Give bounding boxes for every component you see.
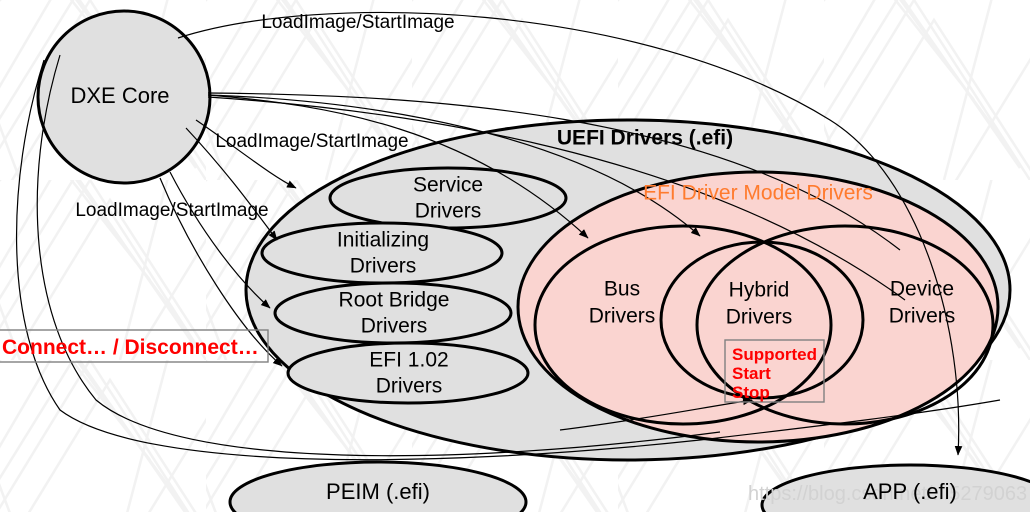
efi102-drivers-ellipse	[286, 341, 530, 405]
protocol-start-label: Start	[732, 364, 771, 383]
connect-disconnect-label: Connect… / Disconnect…	[2, 336, 259, 359]
connector-dxe-to-service	[207, 94, 589, 239]
device-drivers-label-line1: Device	[890, 278, 954, 301]
connector-dxe-to-devicearea	[207, 92, 901, 251]
app-label: APP (.efi)	[863, 479, 957, 504]
edge-label-loadimage-3: LoadImage/StartImage	[75, 200, 268, 221]
peim-ellipse	[228, 460, 528, 512]
initializing-drivers-label-line1: Initializing	[337, 229, 429, 252]
initializing-drivers-label-line2: Drivers	[350, 255, 417, 278]
connector-connect-left-inner	[36, 54, 721, 457]
app-ellipse	[760, 463, 1030, 512]
watermark-text: https://blog.csdn.net/...5279063	[748, 483, 1027, 505]
connector-dxe-to-rootbridge	[169, 171, 271, 309]
edge-label-loadimage-1: LoadImage/StartImage	[261, 12, 454, 33]
protocol-stop-label: Stop	[732, 383, 770, 402]
dxe-core-label: DXE Core	[70, 83, 169, 108]
connector-dxe-to-bus	[207, 94, 701, 237]
root-bridge-drivers-label-line1: Root Bridge	[339, 289, 450, 312]
device-drivers-label-line2: Drivers	[889, 305, 956, 328]
connector-to-protocol-box	[559, 397, 753, 431]
connector-dxe-to-efi102	[159, 177, 283, 367]
connector-dxe-to-serviceellipse	[195, 119, 297, 189]
connect-disconnect-box	[0, 329, 269, 363]
connector-dxe-to-hybridarea	[207, 96, 906, 301]
service-drivers-label-line2: Drivers	[415, 200, 482, 223]
protocol-supported-label: Supported	[732, 345, 817, 364]
bus-drivers-label-line1: Bus	[604, 278, 640, 301]
efi-driver-model-group-label: EFI Driver Model Drivers	[643, 182, 873, 205]
efi102-drivers-label-line1: EFI 1.02	[369, 349, 448, 372]
driver-binding-protocol-box	[724, 339, 825, 403]
bus-drivers-ellipse	[533, 224, 833, 426]
efi102-drivers-label-line2: Drivers	[376, 375, 443, 398]
bus-drivers-label-line2: Drivers	[589, 305, 656, 328]
root-bridge-drivers-label-line2: Drivers	[361, 315, 428, 338]
hybrid-drivers-label-line1: Hybrid	[729, 279, 790, 302]
device-drivers-ellipse	[695, 224, 995, 426]
connector-connect-left-outer	[15, 59, 1001, 461]
peim-label: PEIM (.efi)	[326, 479, 430, 504]
service-drivers-label-line1: Service	[413, 174, 483, 197]
edge-label-loadimage-2: LoadImage/StartImage	[215, 131, 408, 152]
uefi-drivers-group-label: UEFI Drivers (.efi)	[557, 127, 733, 150]
hybrid-drivers-ellipse	[659, 240, 865, 400]
connector-dxe-to-initializing	[185, 127, 278, 241]
connector-dxe-to-app	[177, 11, 963, 456]
hybrid-drivers-label-line2: Drivers	[726, 306, 793, 329]
